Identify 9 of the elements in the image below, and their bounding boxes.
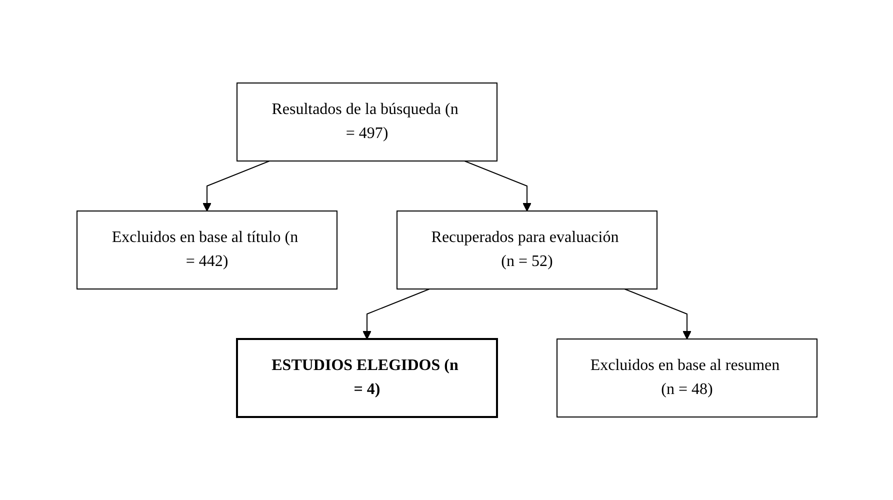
node-box: Resultados de la búsqueda (n = 497) — [236, 82, 497, 162]
arrow — [362, 288, 430, 340]
node-box: Recuperados para evaluación (n = 52) — [396, 210, 657, 290]
node-box: Excluidos en base al título (n = 442) — [76, 210, 337, 290]
node-box: ESTUDIOS ELEGIDOS (n = 4) — [236, 338, 498, 418]
arrow — [202, 160, 270, 212]
arrow — [624, 288, 691, 340]
node-box: Excluidos en base al resumen (n = 48) — [556, 338, 817, 418]
arrow — [464, 160, 531, 212]
